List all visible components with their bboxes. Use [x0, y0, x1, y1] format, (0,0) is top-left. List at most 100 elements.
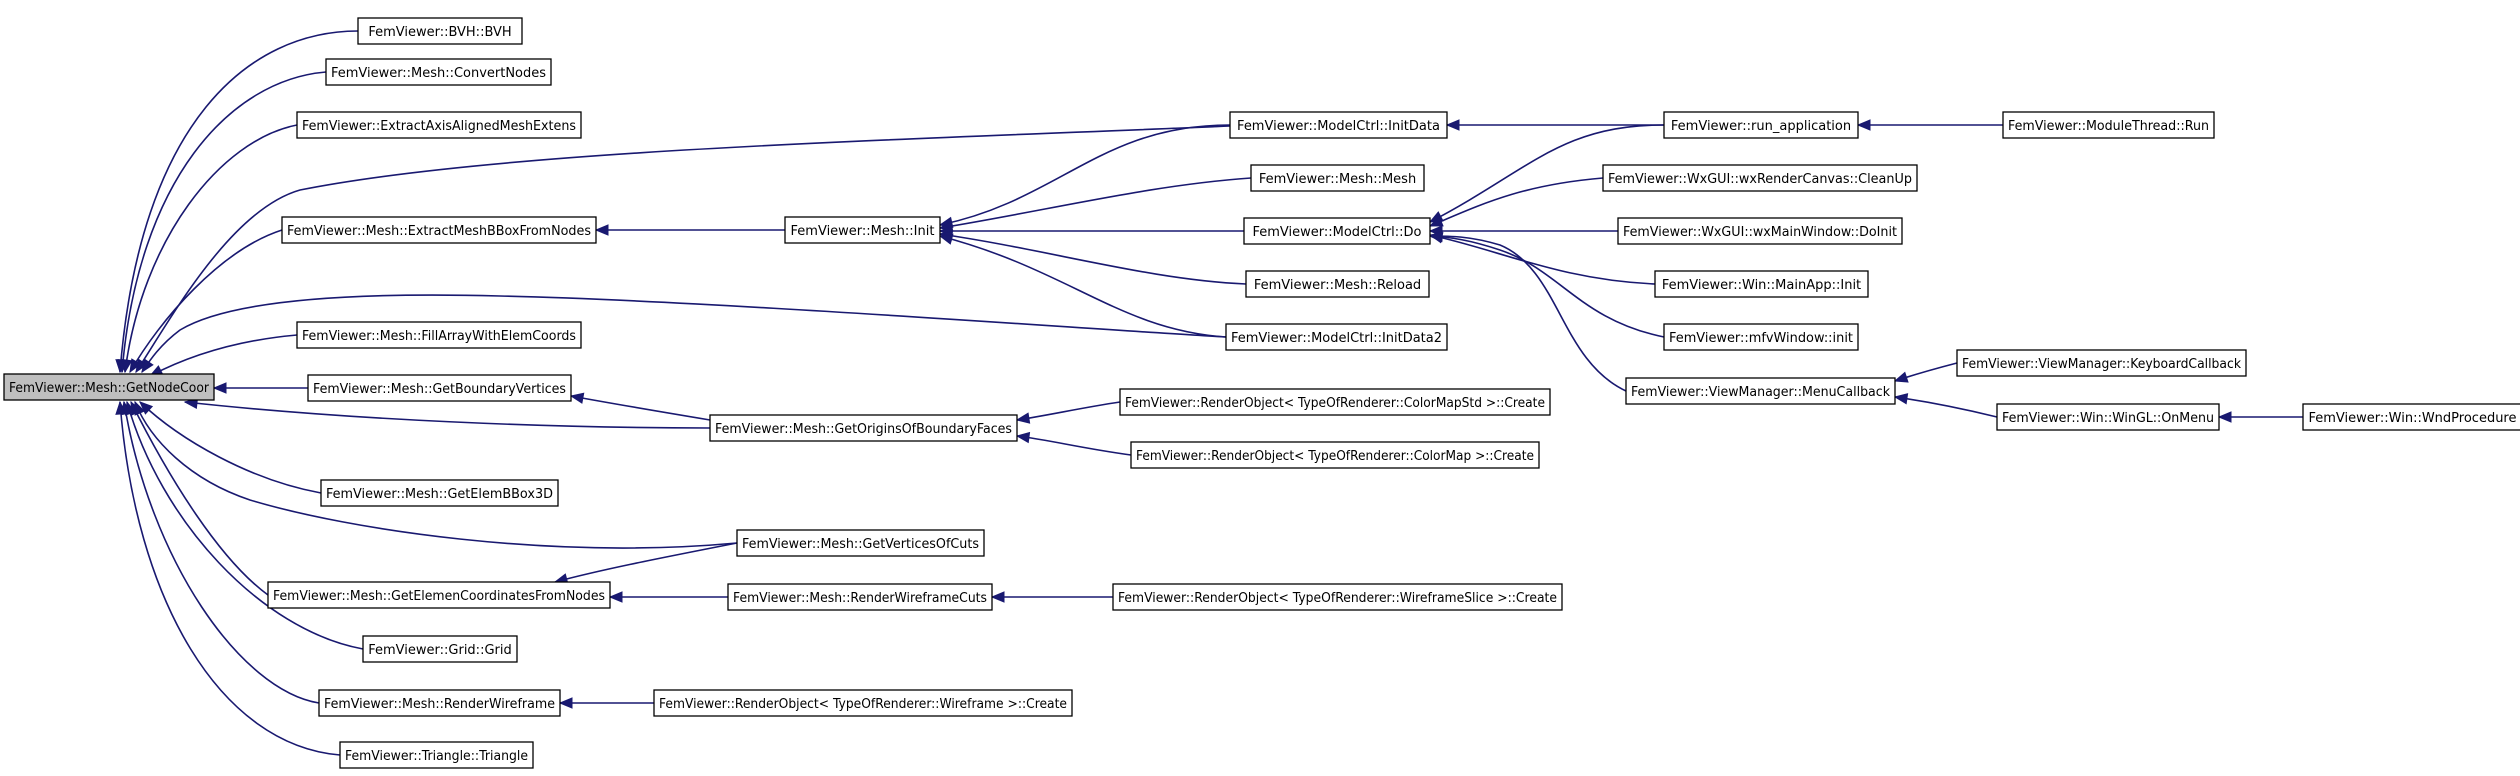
node-modelctrl-initdata2[interactable]: FemViewer::ModelCtrl::InitData2	[1225, 323, 1448, 351]
node-box	[267, 581, 611, 609]
arrowhead-viewmanager-keyboardcallback-to-viewmanager-menucallback	[1893, 371, 1909, 383]
edge-modelctrl-initdata2-to-root	[141, 294, 1227, 373]
node-win-wndprocedure[interactable]: FemViewer::Win::WndProcedure	[2302, 403, 2520, 431]
node-box	[709, 414, 1018, 442]
edge-win-mainapp-init-to-modelctrl-do	[1429, 234, 1656, 285]
edge-mesh-mesh-to-mesh-init	[939, 177, 1252, 229]
edge-fill-array-to-root	[149, 334, 298, 377]
node-wxrendercanvas-cleanup[interactable]: FemViewer::WxGUI::wxRenderCanvas::CleanU…	[1602, 164, 1918, 192]
node-render-wireframe-cuts[interactable]: FemViewer::Mesh::RenderWireframeCuts	[727, 583, 993, 611]
node-mesh-init[interactable]: FemViewer::Mesh::Init	[784, 216, 941, 244]
node-box	[307, 374, 572, 402]
node-label: FemViewer::ModelCtrl::InitData	[1237, 119, 1440, 134]
node-modelctrl-initdata[interactable]: FemViewer::ModelCtrl::InitData	[1229, 111, 1448, 139]
node-box	[1119, 388, 1551, 416]
node-extract-axis[interactable]: FemViewer::ExtractAxisAlignedMeshExtens	[296, 111, 582, 139]
node-label: FemViewer::WxGUI::wxRenderCanvas::CleanU…	[1608, 172, 1912, 187]
node-render-wireframe[interactable]: FemViewer::Mesh::RenderWireframe	[318, 689, 561, 717]
node-box	[325, 58, 552, 86]
node-box	[1130, 441, 1540, 469]
edge-ro-colormap-create-to-origins-boundary-faces	[1016, 435, 1132, 456]
edge-vertices-of-cuts-to-root	[134, 401, 738, 549]
node-label: FemViewer::Win::WinGL::OnMenu	[2002, 411, 2214, 426]
node-run-application[interactable]: FemViewer::run_application	[1663, 111, 1859, 139]
arrowhead-wxrendercanvas-cleanup-to-modelctrl-do	[1428, 215, 1444, 227]
node-label: FemViewer::ModelCtrl::Do	[1252, 225, 1421, 240]
node-viewmanager-keyboardcallback[interactable]: FemViewer::ViewManager::KeyboardCallback	[1956, 349, 2247, 377]
arrowhead-viewmanager-menucallback-to-modelctrl-do	[1428, 230, 1443, 242]
node-wxmainwindow-doinit[interactable]: FemViewer::WxGUI::wxMainWindow::DoInit	[1617, 217, 1903, 245]
node-vertices-of-cuts[interactable]: FemViewer::Mesh::GetVerticesOfCuts	[736, 529, 985, 557]
node-root[interactable]: FemViewer::Mesh::GetNodeCoor	[3, 373, 215, 401]
arrowhead-extract-axis-to-root	[120, 358, 133, 374]
node-ro-wireframe-create[interactable]: FemViewer::RenderObject< TypeOfRenderer:…	[653, 689, 1073, 717]
node-label: FemViewer::Mesh::Init	[791, 224, 935, 239]
arrowhead-modulethread-run-to-run-application	[1856, 119, 1871, 131]
node-mfvwindow-init[interactable]: FemViewer::mfvWindow::init	[1663, 323, 1859, 351]
nodes-layer: FemViewer::Mesh::GetNodeCoor FemViewer::B…	[3, 17, 2520, 769]
arrowhead-modelctrl-initdata-to-root	[135, 358, 148, 374]
node-box	[727, 583, 993, 611]
edge-extract-bbox-to-root	[129, 229, 283, 373]
node-origins-boundary-faces[interactable]: FemViewer::Mesh::GetOriginsOfBoundaryFac…	[709, 414, 1018, 442]
node-label: FemViewer::Mesh::ExtractMeshBBoxFromNode…	[287, 224, 591, 239]
node-fill-array[interactable]: FemViewer::Mesh::FillArrayWithElemCoords	[296, 321, 582, 349]
node-label: FemViewer::ViewManager::MenuCallback	[1631, 385, 1890, 400]
arrowhead-origins-boundary-faces-to-boundary-vertices	[569, 392, 585, 404]
edge-vertices-of-cuts-to-elem-coords-from-nodes	[554, 542, 738, 583]
edge-elem-coords-from-nodes-to-root	[130, 401, 269, 596]
node-label: FemViewer::RenderObject< TypeOfRenderer:…	[1125, 396, 1545, 411]
arrowhead-ro-colormapstd-create-to-origins-boundary-faces	[1015, 412, 1031, 424]
node-ro-wireframeslice-create[interactable]: FemViewer::RenderObject< TypeOfRenderer:…	[1112, 583, 1563, 611]
arrowhead-elem-bbox3d-to-root	[139, 401, 154, 415]
edge-bvh-to-root	[119, 30, 359, 373]
node-box	[1654, 270, 1869, 298]
arrowhead-ro-wireframe-create-to-render-wireframe	[558, 697, 573, 709]
arrowhead-boundary-vertices-to-root	[212, 382, 227, 394]
node-box	[281, 216, 597, 244]
node-bvh[interactable]: FemViewer::BVH::BVH	[357, 17, 523, 45]
node-box	[296, 321, 582, 349]
node-label: FemViewer::RenderObject< TypeOfRenderer:…	[659, 697, 1067, 712]
node-box	[339, 741, 534, 769]
node-label: FemViewer::Mesh::GetOriginsOfBoundaryFac…	[715, 422, 1012, 437]
node-box	[296, 111, 582, 139]
node-convert-nodes[interactable]: FemViewer::Mesh::ConvertNodes	[325, 58, 552, 86]
node-win-mainapp-init[interactable]: FemViewer::Win::MainApp::Init	[1654, 270, 1869, 298]
node-label: FemViewer::RenderObject< TypeOfRenderer:…	[1118, 591, 1557, 606]
node-label: FemViewer::Win::WndProcedure	[2309, 411, 2517, 426]
node-grid[interactable]: FemViewer::Grid::Grid	[362, 635, 518, 663]
node-label: FemViewer::Win::MainApp::Init	[1662, 278, 1861, 293]
node-boundary-vertices[interactable]: FemViewer::Mesh::GetBoundaryVertices	[307, 374, 572, 402]
node-box	[1229, 111, 1448, 139]
node-label: FemViewer::WxGUI::wxMainWindow::DoInit	[1623, 225, 1897, 240]
edge-wxrendercanvas-cleanup-to-modelctrl-do	[1429, 177, 1604, 227]
node-win-wingl-onmenu[interactable]: FemViewer::Win::WinGL::OnMenu	[1996, 403, 2220, 431]
node-label: FemViewer::Triangle::Triangle	[345, 749, 528, 764]
edge-extract-axis-to-root	[124, 124, 298, 373]
node-viewmanager-menucallback[interactable]: FemViewer::ViewManager::MenuCallback	[1625, 377, 1896, 405]
node-mesh-reload[interactable]: FemViewer::Mesh::Reload	[1245, 270, 1430, 298]
node-elem-coords-from-nodes[interactable]: FemViewer::Mesh::GetElemenCoordinatesFro…	[267, 581, 611, 609]
node-elem-bbox3d[interactable]: FemViewer::Mesh::GetElemBBox3D	[320, 479, 559, 507]
node-box	[357, 17, 523, 45]
arrowhead-ro-colormap-create-to-origins-boundary-faces	[1015, 431, 1031, 444]
node-box	[1956, 349, 2247, 377]
node-box	[784, 216, 941, 244]
node-box	[320, 479, 559, 507]
node-modelctrl-do[interactable]: FemViewer::ModelCtrl::Do	[1243, 217, 1431, 245]
node-mesh-mesh[interactable]: FemViewer::Mesh::Mesh	[1250, 164, 1425, 192]
arrowhead-win-wingl-onmenu-to-viewmanager-menucallback	[1893, 393, 1909, 405]
node-triangle[interactable]: FemViewer::Triangle::Triangle	[339, 741, 534, 769]
node-label: FemViewer::Mesh::Mesh	[1259, 172, 1416, 187]
edge-render-wireframe-to-root	[123, 401, 320, 704]
node-label: FemViewer::Mesh::RenderWireframe	[324, 697, 555, 712]
node-ro-colormap-create[interactable]: FemViewer::RenderObject< TypeOfRenderer:…	[1130, 441, 1540, 469]
node-box	[1225, 323, 1448, 351]
node-ro-colormapstd-create[interactable]: FemViewer::RenderObject< TypeOfRenderer:…	[1119, 388, 1551, 416]
node-box	[1245, 270, 1430, 298]
node-box	[3, 373, 215, 401]
node-extract-bbox[interactable]: FemViewer::Mesh::ExtractMeshBBoxFromNode…	[281, 216, 597, 244]
node-modulethread-run[interactable]: FemViewer::ModuleThread::Run	[2002, 111, 2215, 139]
